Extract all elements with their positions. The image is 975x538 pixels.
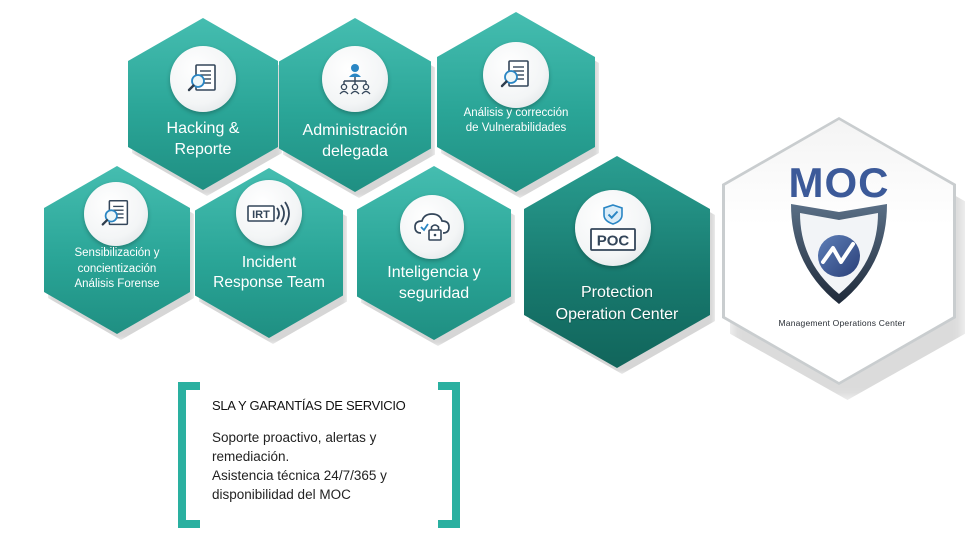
sla-body: Soporte proactivo, alertas y remediación…	[212, 430, 387, 502]
hex-label-administracion: Administración delegada	[302, 122, 408, 161]
bracket-left-top	[178, 382, 200, 390]
bracket-right-top	[438, 382, 460, 390]
report-search-icon	[84, 182, 148, 246]
hex-label-hacking: Hacking & Reporte	[166, 120, 240, 159]
report-search-icon	[170, 46, 236, 112]
org-chart-icon	[322, 46, 388, 112]
irt-icon: IRT	[236, 180, 302, 246]
sla-panel	[178, 382, 461, 530]
hex-label-poc: Protection Operation Center	[555, 284, 679, 324]
bracket-left-bottom	[178, 520, 200, 528]
report-search-icon	[483, 42, 549, 108]
cloud-lock-icon	[400, 195, 464, 259]
sla-title: SLA Y GARANTÍAS DE SERVICIO	[212, 398, 406, 413]
irt-badge-text: IRT	[252, 209, 270, 221]
bracket-left-vertical	[178, 382, 186, 528]
moc-shield-icon	[791, 204, 887, 304]
bracket-right-bottom	[438, 520, 460, 528]
moc-tagline: Management Operations Center	[778, 318, 906, 328]
hex-label-sensibilizacion: Sensibilización y concientización Anális…	[74, 247, 160, 291]
poc-shield-icon: POC	[575, 190, 651, 266]
moc-logo-text: MOC	[788, 159, 890, 206]
hex-label-inteligencia: Inteligencia y seguridad	[387, 264, 481, 303]
hex-label-vulnerabilidades: Análisis y corrección de Vulnerabilidade…	[463, 107, 569, 135]
bracket-right-vertical	[452, 382, 460, 528]
hex-label-irt: Incident Response Team	[213, 254, 325, 292]
poc-badge-text: POC	[597, 233, 630, 250]
